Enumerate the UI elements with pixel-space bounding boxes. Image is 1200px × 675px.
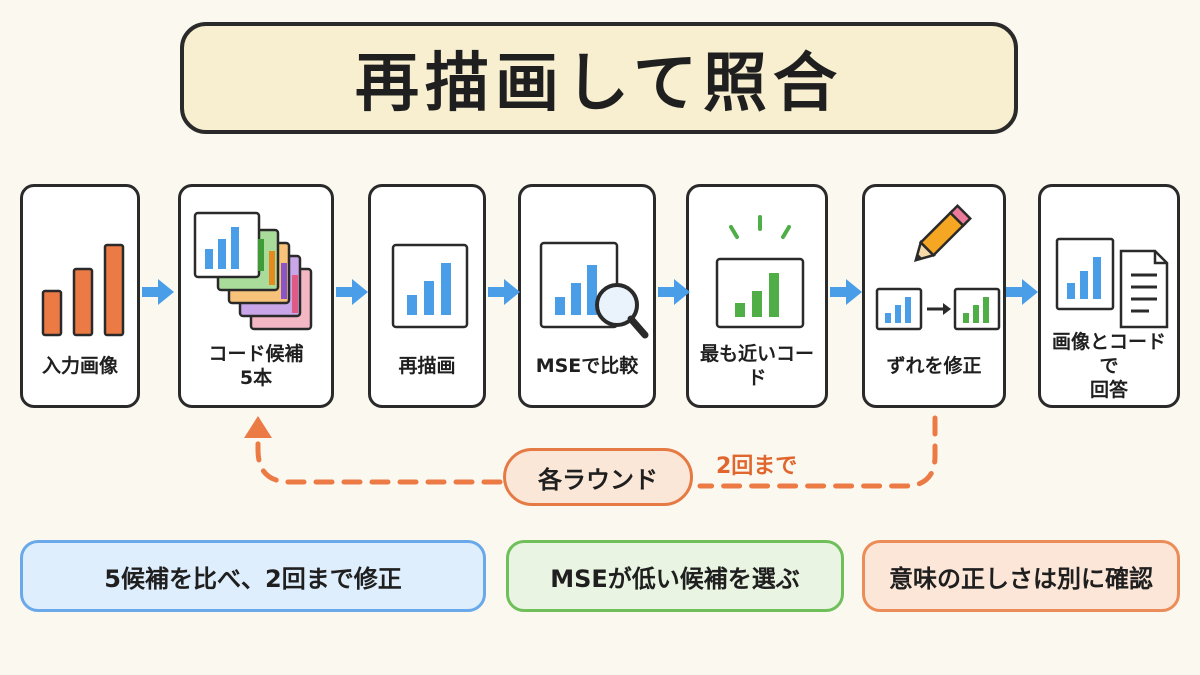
step-closest-code: 最も近いコード [686,184,828,408]
highlighted-chart-icon [689,199,825,347]
page-title: 再描画して照合 [180,22,1018,134]
step-fix-mismatch: ずれを修正 [862,184,1006,408]
step-label: コード候補 5本 [208,343,304,389]
stacked-cards-icon [181,199,331,347]
note-select-low-mse: MSEが低い候補を選ぶ [506,540,844,612]
arrow-right-icon [142,279,174,305]
step-label: 入力画像 [41,355,118,378]
magnifier-icon [521,199,653,347]
step-code-candidates: コード候補 5本 [178,184,334,408]
step-label: 最も近いコード [699,343,814,389]
step-label: ずれを修正 [886,355,982,378]
step-answer: 画像とコードで 回答 [1038,184,1180,408]
redraw-chart-icon [371,199,483,347]
arrow-right-icon [1006,279,1038,305]
step-label: 再描画 [398,355,456,378]
loop-limit-note: 2回まで [716,454,798,479]
arrow-right-icon [336,279,368,305]
step-label: 画像とコードで 回答 [1051,331,1166,401]
bar-chart-icon [23,199,137,347]
arrow-right-icon [658,279,690,305]
step-label: MSEで比較 [535,355,639,378]
step-mse-compare: MSEで比較 [518,184,656,408]
loop-round-label: 各ラウンド [503,448,693,506]
note-verify-semantics: 意味の正しさは別に確認 [862,540,1180,612]
step-input-image: 入力画像 [20,184,140,408]
step-redraw: 再描画 [368,184,486,408]
pencil-icon [865,199,1003,347]
arrow-right-icon [488,279,520,305]
arrow-right-icon [830,279,862,305]
note-compare-candidates: 5候補を比べ、2回まで修正 [20,540,486,612]
document-icon [1041,199,1177,347]
